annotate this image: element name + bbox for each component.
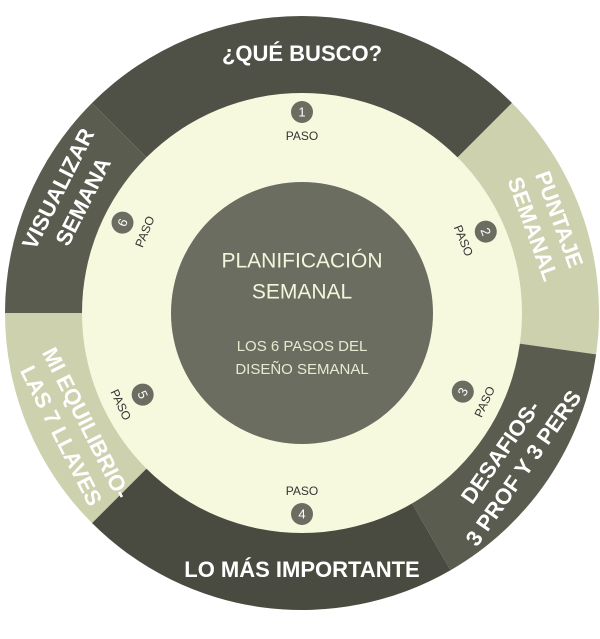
step-number-badge — [131, 383, 154, 406]
center-title: PLANIFICACIÓN SEMANAL — [221, 250, 382, 304]
segment-label-lo-mas-importante: LO MÁS IMPORTANTE — [184, 557, 419, 582]
step-label: PASO — [286, 484, 318, 498]
step-number-badge — [291, 101, 313, 123]
segment-label-line: ¿QUÉ BUSCO? — [222, 41, 382, 66]
segment-label-que-busco: ¿QUÉ BUSCO? — [222, 41, 382, 66]
segment-label-line: LO MÁS IMPORTANTE — [184, 557, 419, 582]
step-number-badge — [291, 503, 313, 525]
step-marker-4: 4 PASO — [286, 484, 318, 525]
center-subtitle: LOS 6 PASOS DEL DISEÑO SEMANAL — [235, 338, 368, 378]
center-title-line-1: PLANIFICACIÓN — [221, 250, 382, 273]
center-disc — [171, 182, 433, 444]
center-subtitle-line-2: DISEÑO SEMANAL — [235, 361, 368, 378]
step-number-badge — [474, 220, 497, 243]
center-title-line-2: SEMANAL — [252, 281, 352, 304]
center-subtitle-line-1: LOS 6 PASOS DEL — [237, 338, 368, 355]
step-number-badge — [451, 380, 474, 403]
step-number-badge — [111, 211, 134, 234]
step-number: 1 — [298, 105, 305, 120]
step-label: PASO — [286, 129, 318, 143]
step-number: 4 — [298, 507, 305, 522]
